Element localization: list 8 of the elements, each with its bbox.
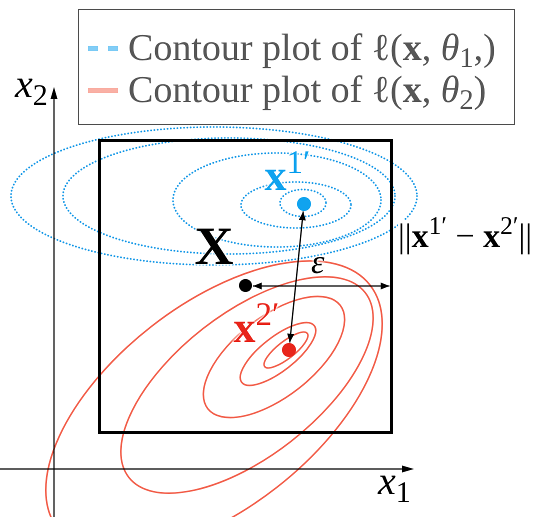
axis-label: x$_{2}$: [15, 64, 48, 104]
legend-label: Contour plot of ℓ(x, θ$_{2}$): [128, 69, 486, 111]
legend-label: Contour plot of ℓ(x, θ$_{1}$,): [128, 27, 496, 69]
point-label: x$^{1′}$: [264, 154, 310, 198]
region-box: [98, 139, 393, 434]
axis-label: x$_{1}$: [378, 461, 411, 501]
double-arrow: [253, 282, 390, 290]
double-arrow: [287, 211, 306, 343]
